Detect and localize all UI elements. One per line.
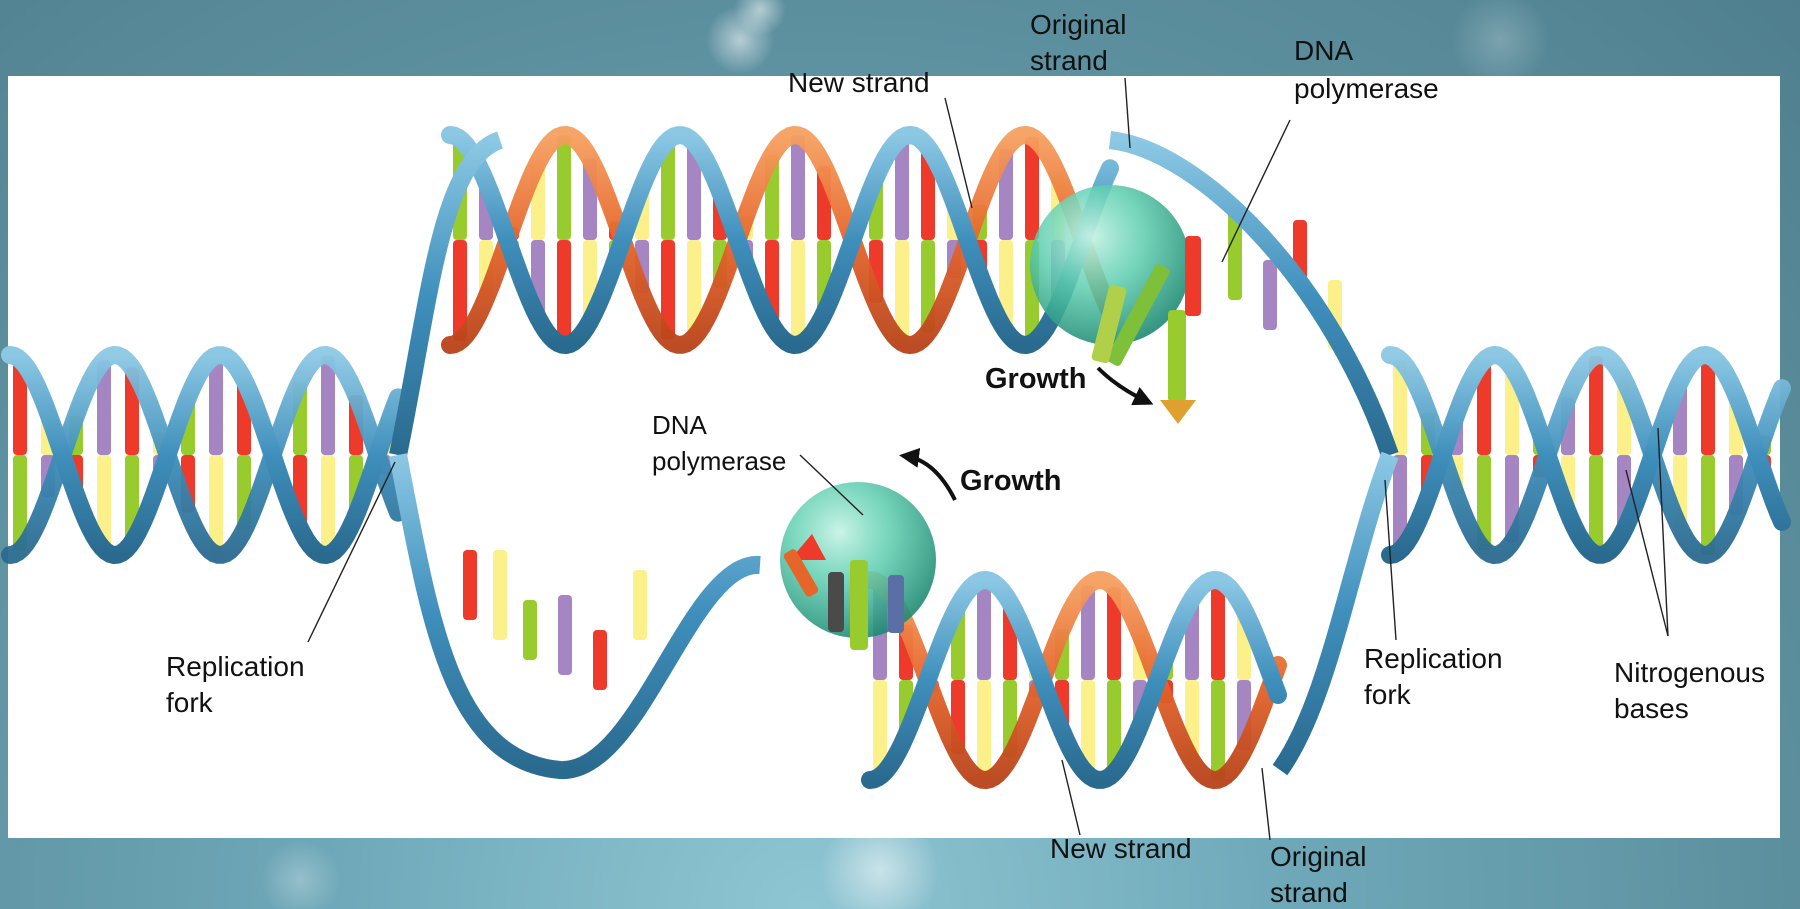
unpaired-base (493, 550, 507, 640)
replication-fork-left-label: Replication fork (166, 651, 312, 718)
base-pair-half (557, 135, 571, 240)
original-strand-top-label: Original strand (1030, 9, 1134, 76)
replication-fork-right-label: Replication fork (1364, 643, 1510, 710)
base-pair-half (977, 580, 991, 680)
dna-polymerase-top-label: DNA polymerase (1294, 35, 1439, 104)
base-pair-half (791, 135, 805, 240)
unpaired-base (1263, 260, 1277, 330)
growth-arrow-top (1098, 368, 1148, 402)
dna-polymerase-bottom-label: DNA polymerase (652, 410, 786, 476)
nitrogenous-bases-label: Nitrogenous bases (1614, 657, 1773, 724)
base-pair-half (977, 680, 991, 780)
unpaired-base (523, 600, 537, 660)
new-strand-bottom-label: New strand (1050, 833, 1192, 864)
fork-left-lower-strand (398, 455, 760, 770)
growth-top-label: Growth (985, 363, 1087, 395)
base-pair-half (557, 240, 571, 345)
base-pair-half (791, 240, 805, 345)
new-strand-top-label: New strand (788, 67, 930, 98)
fork-right-lower-strand (1280, 455, 1390, 770)
original-strand-bottom-label: Original strand (1270, 841, 1374, 908)
unpaired-base (593, 630, 607, 690)
base-pair-half (1211, 580, 1225, 680)
unpaired-base (558, 595, 572, 675)
original-strand (10, 355, 398, 555)
unpaired-base (463, 550, 477, 620)
growth-bottom-label: Growth (960, 465, 1062, 497)
base-pair-half (1211, 680, 1225, 780)
growth-arrow-bottom (905, 456, 955, 500)
unpaired-base (633, 570, 647, 640)
